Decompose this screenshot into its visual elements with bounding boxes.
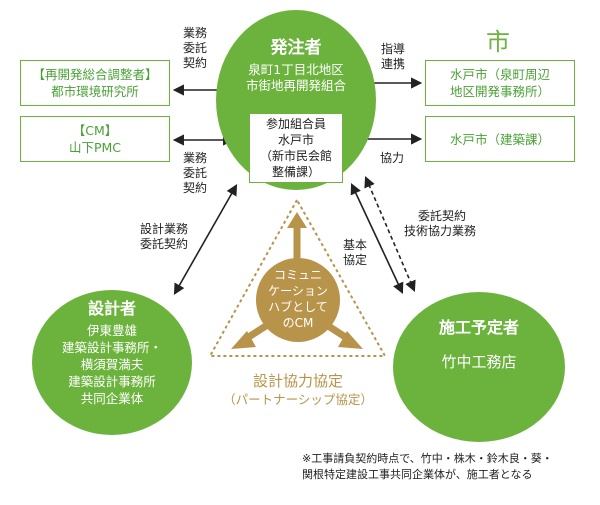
designer-line1: 伊東豊雄: [86, 323, 137, 338]
orderer-title: 発注者: [270, 38, 322, 58]
city-label: 市: [486, 28, 510, 56]
left-box-1-line1: 【再開発総合調整者】: [32, 67, 158, 82]
orderer-line1: 泉町1丁目北地区: [248, 62, 344, 77]
label-gyomu-top-1: 業務: [182, 26, 207, 40]
orderer-inner-line4: 整備課）: [271, 165, 320, 179]
left-box-2-line1: 【CM】: [72, 123, 118, 138]
label-gyomu-top: 業務 委託 契約: [180, 26, 210, 71]
label-gyomu-mid: 業務 委託 契約: [180, 151, 210, 196]
left-box-1-line2: 都市環境研究所: [51, 84, 139, 99]
label-kihon: 基本 協定: [340, 238, 370, 268]
designer-line4: 建築設計事務所: [68, 374, 156, 389]
label-kihon-1: 基本: [342, 238, 367, 252]
hub-arrowhead-left: [231, 331, 256, 349]
hub-line4: のCM: [282, 316, 314, 330]
designer-line5: 共同企業体: [80, 391, 144, 406]
label-shido: 指導 連携: [378, 42, 408, 72]
footnote-line2: 関根特定建設工事共同企業体が、施工者となる: [302, 468, 533, 481]
label-shido-2: 連携: [380, 57, 405, 71]
arrow-orderer-contractor-dashed: [364, 175, 416, 293]
right-box-2-line1: 水戸市（建築課）: [449, 131, 550, 147]
orderer-inner-line2: 水戸市: [277, 133, 314, 147]
orderer-inner-line3: （新市民会館: [259, 149, 332, 163]
label-kihon-2: 協定: [342, 253, 367, 267]
contractor-name: 竹中工務店: [441, 353, 517, 371]
footnote: ※工事請負契約時点で、竹中・株木・鈴木良・葵・ 関根特定建設工事共同企業体が、施…: [302, 451, 592, 483]
designer-title: 設計者: [87, 299, 136, 318]
orderer-line2: 市街地再開発組合: [245, 78, 346, 93]
hub-line1: コミュニ: [273, 268, 322, 282]
partnership-triangle: [208, 197, 387, 357]
right-box-1-line1: 水戸市（泉町周辺: [449, 67, 550, 82]
agreement-subtitle: （パートナーシップ協定）: [223, 392, 373, 407]
hub-line2: ケーション: [268, 284, 328, 298]
orderer-inner-box: 参加組合員 水戸市 （新市民会館 整備課）: [249, 113, 343, 183]
hub-arrowhead-right: [338, 331, 363, 349]
hub-line3: ハブとして: [268, 300, 328, 314]
label-sekkei-contract-2: 委託契約: [139, 237, 188, 251]
label-shido-1: 指導: [380, 42, 405, 56]
contractor-title: 施工予定者: [438, 318, 519, 337]
label-itaku-gijutsu-2: 技術協力業務: [404, 224, 477, 238]
contractor-circle: 施工予定者 竹中工務店: [393, 292, 565, 442]
label-sekkei-contract-1: 設計業務: [139, 222, 188, 236]
footnote-line1: ※工事請負契約時点で、竹中・株木・鈴木良・葵・: [302, 452, 553, 465]
designer-line3: 横須賀満夫: [80, 357, 144, 372]
right-box-building-division: 水戸市（建築課）: [425, 116, 575, 162]
label-sekkei-contract: 設計業務 委託契約: [126, 222, 188, 252]
left-box-2-line2: 山下PMC: [68, 140, 122, 155]
label-itaku-gijutsu: 委託契約 技術協力業務: [404, 209, 476, 239]
label-gyomu-top-2: 委託: [182, 41, 207, 55]
label-gyomu-top-3: 契約: [182, 56, 207, 70]
hub-arrowhead-up: [287, 212, 307, 228]
left-box-cm: 【CM】 山下PMC: [20, 116, 170, 162]
agreement-title: 設計協力協定: [252, 372, 343, 390]
label-kyoryoku: 協力: [380, 151, 405, 165]
right-box-1-line2: 地区開発事務所）: [449, 84, 550, 99]
designer-circle: 設計者 伊東豊雄 建築設計事務所・ 横須賀満夫 建築設計事務所 共同企業体: [32, 290, 192, 435]
designer-line2: 建築設計事務所・: [61, 340, 162, 355]
label-gyomu-mid-3: 契約: [182, 181, 207, 195]
orderer-inner-line1: 参加組合員: [265, 117, 326, 131]
arrow-orderer-designer: [173, 184, 238, 295]
left-box-coordinator: 【再開発総合調整者】 都市環境研究所: [20, 60, 170, 106]
right-box-district-office: 水戸市（泉町周辺 地区開発事務所）: [425, 60, 575, 106]
label-gyomu-mid-1: 業務: [182, 151, 207, 165]
cm-hub-circle: コミュニ ケーション ハブとして のCM: [256, 258, 340, 342]
label-gyomu-mid-2: 委託: [182, 166, 207, 180]
label-itaku-gijutsu-1: 委託契約: [418, 209, 467, 223]
